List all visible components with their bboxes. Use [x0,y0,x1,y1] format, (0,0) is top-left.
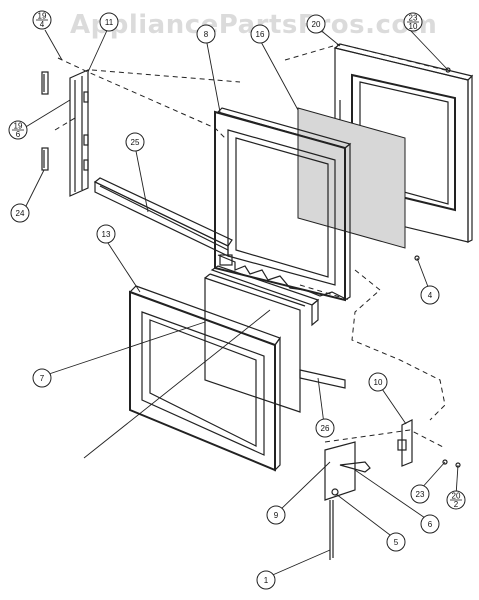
callout-7: 7 [32,368,52,388]
callout-number: 4 [428,291,433,300]
callout-sub-number: 2 [454,500,459,509]
callout-circle [32,368,52,388]
callout-circle [99,12,119,32]
callout-circle [306,14,326,34]
callout-number: 1 [264,576,269,585]
callout-circle [420,514,440,534]
callout-number: 26 [321,424,330,433]
callout-circle [250,24,270,44]
screws [414,67,461,468]
callout-9: 9 [266,505,286,525]
callout-number: 16 [256,30,265,39]
callout-number: 24 [16,209,25,218]
callout-number: 5 [394,538,399,547]
callout-sub-number: 4 [40,20,45,29]
callout-1: 1 [256,570,276,590]
callout-6: 6 [420,514,440,534]
callout-5: 5 [386,532,406,552]
handle-assembly [324,441,371,560]
glass-pane [297,107,406,249]
upper-channel-bar [93,177,233,257]
callout-number: 11 [105,18,114,27]
callout-circle [96,224,116,244]
callout-number: 6 [428,520,433,529]
hinge-strip [69,69,89,197]
callout-number: 25 [131,138,140,147]
callout-circle [368,372,388,392]
callout-4: 4 [420,285,440,305]
callout-circle [196,24,216,44]
callout-23: 23 [410,484,430,504]
insulation-panel [204,273,306,413]
callout-11: 11 [99,12,119,32]
callout-number: 23 [409,14,418,23]
callout-8: 8 [196,24,216,44]
callout-number: 23 [416,490,425,499]
callout-sub-number: 6 [16,130,21,139]
callout-number: 8 [204,30,209,39]
callout-26: 26 [315,418,335,438]
slide-pieces [41,71,49,171]
callout-circle [266,505,286,525]
callout-circle [420,285,440,305]
callout-20: 20 [306,14,326,34]
callout-circle [386,532,406,552]
callout-circle [256,570,276,590]
callout-10: 10 [368,372,388,392]
callout-20-2: 202 [446,490,466,510]
callout-circle [315,418,335,438]
callout-24: 24 [10,203,30,223]
callout-sub-number: 10 [409,22,418,31]
callout-circle [10,203,30,223]
callout-number: 19 [14,122,23,131]
callout-number: 7 [40,374,45,383]
callout-16: 16 [250,24,270,44]
callout-number: 19 [38,12,47,21]
callout-number: 20 [452,492,461,501]
callout-13: 13 [96,224,116,244]
inner-door-frame [214,107,352,302]
assembly-dashed-lines [54,43,446,449]
front-door-frame [128,285,281,472]
lower-channel-bar [210,265,346,389]
callout-number: 9 [274,511,279,520]
callout-number: 20 [312,20,321,29]
callout-19-6: 196 [8,120,28,140]
latch-bracket [397,419,413,467]
callout-circle [410,484,430,504]
leader-lines [23,23,459,578]
callout-25: 25 [125,132,145,152]
callout-number: 13 [102,230,111,239]
callout-19-4: 194 [32,10,52,30]
callout-circle [125,132,145,152]
callout-number: 10 [374,378,383,387]
